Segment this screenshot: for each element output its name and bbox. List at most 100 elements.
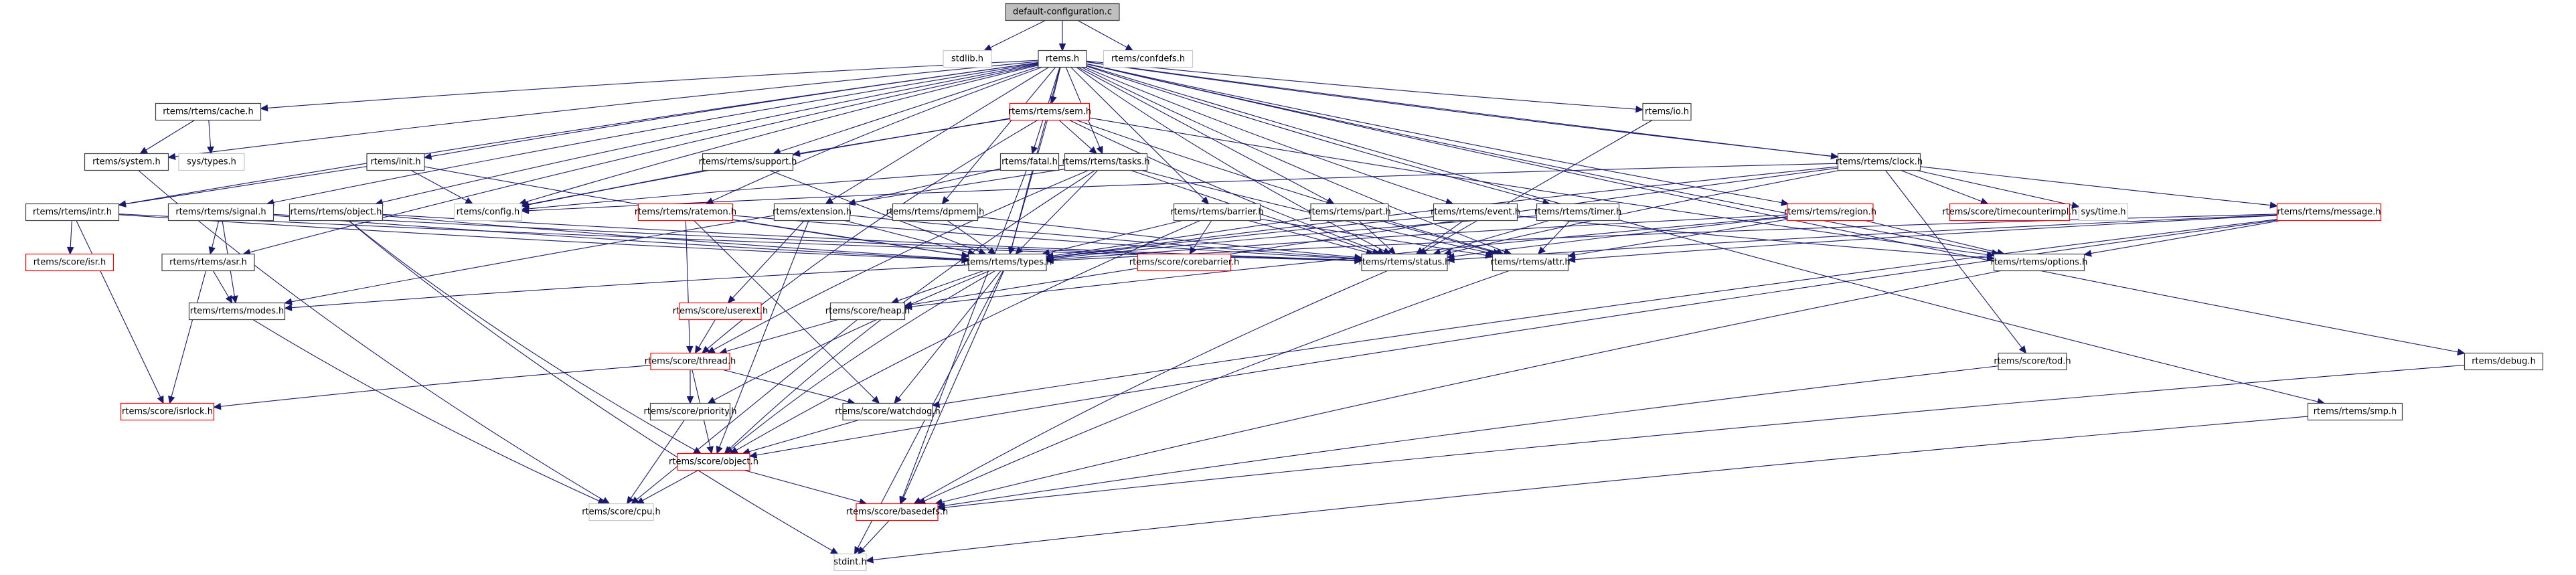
node-rtems-score-corebarrier-h[interactable]: rtems/score/corebarrier.h [1129, 253, 1240, 272]
node-rtems-rtems-ratemon-h[interactable]: rtems/rtems/ratemon.h [635, 203, 736, 222]
node-box[interactable] [1005, 3, 1120, 21]
node-box[interactable] [2464, 352, 2544, 371]
node-box[interactable] [999, 153, 1060, 171]
node-box[interactable] [588, 503, 654, 521]
node-box[interactable] [178, 153, 245, 171]
node-box[interactable] [677, 453, 750, 471]
node-box[interactable] [1038, 50, 1087, 68]
node-rtems-score-thread-h[interactable]: rtems/score/thread.h [645, 352, 736, 371]
node-box[interactable] [892, 203, 979, 222]
node-box[interactable] [161, 253, 255, 272]
node-rtems-debug-h[interactable]: rtems/debug.h [2464, 352, 2544, 371]
node-box[interactable] [1310, 203, 1389, 222]
node-rtems-rtems-region-h[interactable]: rtems/rtems/region.h [1784, 203, 1876, 222]
node-rtems-score-isrlock-h[interactable]: rtems/score/isrlock.h [120, 402, 215, 421]
node-box[interactable] [1433, 203, 1518, 222]
node-rtems-fatal-h[interactable]: rtems/fatal.h [999, 153, 1060, 171]
node-sys-time-h[interactable]: sys/time.h [2078, 203, 2129, 222]
node-rtems-rtems-types-h[interactable]: rtems/rtems/types.h [963, 253, 1052, 272]
node-rtems-score-heap-h[interactable]: rtems/score/heap.h [825, 302, 910, 321]
node-box[interactable] [1064, 153, 1148, 171]
node-box[interactable] [842, 402, 933, 421]
node-box[interactable] [25, 203, 120, 222]
node-box[interactable] [1173, 203, 1261, 222]
node-rtems-rtems-dpmem-h[interactable]: rtems/rtems/dpmem.h [886, 203, 985, 222]
node-rtems-score-priority-h[interactable]: rtems/score/priority.h [644, 402, 737, 421]
node-rtems-score-basedefs-h[interactable]: rtems/score/basedefs.h [846, 503, 949, 521]
node-rtems-rtems-support-h[interactable]: rtems/rtems/support.h [699, 153, 797, 171]
node-box[interactable] [968, 253, 1047, 272]
node-rtems-rtems-object-h[interactable]: rtems/rtems/object.h [289, 203, 384, 222]
node-rtems-score-timecounterimpl-h[interactable]: rtems/score/timecounterimpl.h [1942, 203, 2077, 222]
node-stdlib-h[interactable]: stdlib.h [943, 50, 992, 68]
node-box[interactable] [25, 253, 114, 272]
node-box[interactable] [833, 553, 867, 572]
node-rtems-rtems-cache-h[interactable]: rtems/rtems/cache.h [155, 102, 262, 121]
node-rtems-rtems-sem-h[interactable]: rtems/rtems/sem.h [1008, 102, 1091, 121]
node-box[interactable] [167, 203, 274, 222]
node-rtems-rtems-intr-h[interactable]: rtems/rtems/intr.h [25, 203, 120, 222]
node-rtems-rtems-modes-h[interactable]: rtems/rtems/modes.h [188, 302, 286, 321]
node-rtems-rtems-clock-h[interactable]: rtems/rtems/clock.h [1836, 153, 1923, 171]
node-box[interactable] [702, 153, 794, 171]
node-rtems-rtems-event-h[interactable]: rtems/rtems/event.h [1431, 203, 1520, 222]
node-box[interactable] [943, 50, 992, 68]
node-rtems-score-isr-h[interactable]: rtems/score/isr.h [25, 253, 114, 272]
node-box[interactable] [773, 203, 851, 222]
node-rtems-confdefs-h[interactable]: rtems/confdefs.h [1103, 50, 1194, 68]
node-box[interactable] [188, 302, 286, 321]
node-box[interactable] [679, 302, 762, 321]
node-stdint-h[interactable]: stdint.h [833, 553, 867, 572]
node-sys-types-h[interactable]: sys/types.h [178, 153, 245, 171]
node-rtems-rtems-smp-h[interactable]: rtems/rtems/smp.h [2307, 402, 2403, 421]
node-box[interactable] [2276, 203, 2382, 222]
node-box[interactable] [649, 402, 731, 421]
node-default-configuration-c[interactable]: default-configuration.c [1005, 3, 1120, 21]
node-box[interactable] [155, 102, 262, 121]
node-rtems-rtems-part-h[interactable]: rtems/rtems/part.h [1308, 203, 1391, 222]
node-rtems-h[interactable]: rtems.h [1038, 50, 1087, 68]
node-rtems-score-userext-h[interactable]: rtems/score/userext.h [673, 302, 769, 321]
node-box[interactable] [829, 302, 906, 321]
node-rtems-rtems-timer-h[interactable]: rtems/rtems/timer.h [1534, 203, 1621, 222]
node-box[interactable] [120, 402, 215, 421]
node-rtems-rtems-tasks-h[interactable]: rtems/rtems/tasks.h [1062, 153, 1150, 171]
node-rtems-config-h[interactable]: rtems/config.h [453, 203, 523, 222]
node-box[interactable] [1993, 253, 2085, 272]
node-box[interactable] [453, 203, 523, 222]
node-box[interactable] [2307, 402, 2403, 421]
node-rtems-rtems-message-h[interactable]: rtems/rtems/message.h [2276, 203, 2382, 222]
node-box[interactable] [856, 503, 939, 521]
node-box[interactable] [1998, 352, 2067, 371]
node-rtems-system-h[interactable]: rtems/system.h [84, 153, 169, 171]
node-rtems-rtems-asr-h[interactable]: rtems/rtems/asr.h [161, 253, 255, 272]
node-rtems-rtems-barrier-h[interactable]: rtems/rtems/barrier.h [1170, 203, 1264, 222]
node-box[interactable] [366, 153, 425, 171]
node-box[interactable] [1536, 203, 1620, 222]
node-rtems-score-cpu-h[interactable]: rtems/score/cpu.h [582, 503, 661, 521]
node-box[interactable] [650, 352, 730, 371]
node-rtems-rtems-options-h[interactable]: rtems/rtems/options.h [1991, 253, 2088, 272]
node-rtems-extension-h[interactable]: rtems/extension.h [773, 203, 852, 222]
node-box[interactable] [637, 203, 734, 222]
node-rtems-init-h[interactable]: rtems/init.h [366, 153, 425, 171]
node-box[interactable] [289, 203, 384, 222]
node-box[interactable] [1837, 153, 1921, 171]
node-rtems-score-watchdog-h[interactable]: rtems/score/watchdog.h [835, 402, 941, 421]
node-rtems-io-h[interactable]: rtems/io.h [1642, 102, 1692, 121]
node-rtems-score-object-h[interactable]: rtems/score/object.h [669, 453, 758, 471]
node-rtems-rtems-signal-h[interactable]: rtems/rtems/signal.h [167, 203, 274, 222]
node-box[interactable] [1009, 102, 1091, 121]
node-box[interactable] [1137, 253, 1232, 272]
node-box[interactable] [2078, 203, 2129, 222]
node-box[interactable] [1949, 203, 2071, 222]
node-box[interactable] [1103, 50, 1194, 68]
node-rtems-rtems-attr-h[interactable]: rtems/rtems/attr.h [1490, 253, 1571, 272]
node-rtems-score-tod-h[interactable]: rtems/score/tod.h [1994, 352, 2071, 371]
node-box[interactable] [1361, 253, 1448, 272]
node-box[interactable] [1642, 102, 1692, 121]
node-box[interactable] [1787, 203, 1874, 222]
node-rtems-rtems-status-h[interactable]: rtems/rtems/status.h [1359, 253, 1451, 272]
node-box[interactable] [1492, 253, 1569, 272]
node-box[interactable] [84, 153, 169, 171]
